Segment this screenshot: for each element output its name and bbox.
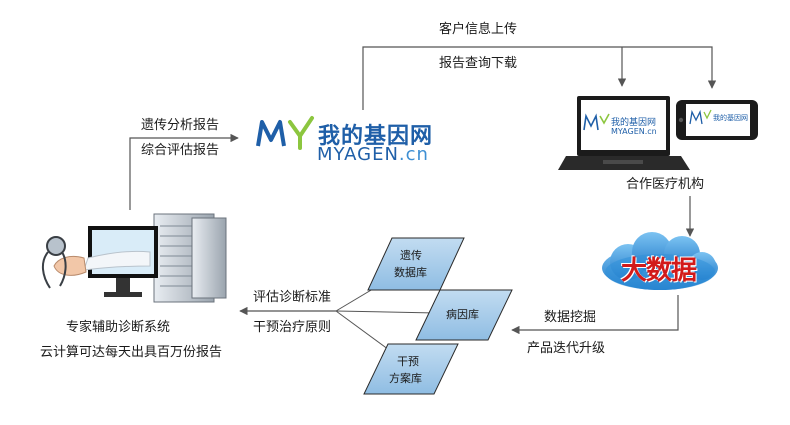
database-intervention-line1: 干预 xyxy=(397,355,419,368)
laptop-screen-cn: 我的基因网 xyxy=(611,118,657,128)
intervention-principle-label: 干预治疗原则 xyxy=(253,320,332,335)
database-genetic xyxy=(367,237,465,291)
database-genetic-line2: 数据库 xyxy=(394,266,427,279)
report-connector xyxy=(129,133,239,210)
download-label: 报告查询下载 xyxy=(439,56,518,71)
product-iteration-label: 产品迭代升级 xyxy=(527,341,606,356)
brand-name-en: MYAGEN.cn xyxy=(317,144,429,165)
upload-label: 客户信息上传 xyxy=(439,22,518,37)
data-mining-label: 数据挖掘 xyxy=(544,310,597,325)
database-intervention-line2: 方案库 xyxy=(389,372,422,385)
phone-icon xyxy=(676,100,758,140)
brand-name-cn: 我的基因网 xyxy=(318,124,434,149)
cloud-to-database-arrow xyxy=(511,295,679,335)
cloud-icon xyxy=(602,232,718,290)
genetic-report-label: 遗传分析报告 xyxy=(141,118,220,133)
database-genetic-line1: 遗传 xyxy=(400,249,422,262)
database-etiology xyxy=(415,289,513,341)
expert-system-illustration xyxy=(42,213,227,303)
expert-system-label: 专家辅助诊断系统 xyxy=(66,320,171,335)
brand-monogram xyxy=(256,116,314,150)
brand-domain-suffix: .cn xyxy=(398,144,429,165)
cloud-compute-label: 云计算可达每天出具百万份报告 xyxy=(40,345,223,360)
upload-download-connector xyxy=(362,46,717,110)
laptop-screen-logo: MYAGEN.cn xyxy=(611,127,657,136)
evaluation-standard-label: 评估诊断标准 xyxy=(253,290,332,305)
comprehensive-report-label: 综合评估报告 xyxy=(141,143,220,158)
database-etiology-label: 病因库 xyxy=(446,308,479,321)
database-intervention xyxy=(363,343,459,395)
laptop-icon xyxy=(558,96,690,170)
brand-name-en-main: MYAGEN xyxy=(317,144,399,165)
partner-institution-label: 合作医疗机构 xyxy=(626,177,705,192)
big-data-label: 大数据 xyxy=(621,256,697,286)
phone-screen-cn: 我的基因网 xyxy=(713,114,748,122)
